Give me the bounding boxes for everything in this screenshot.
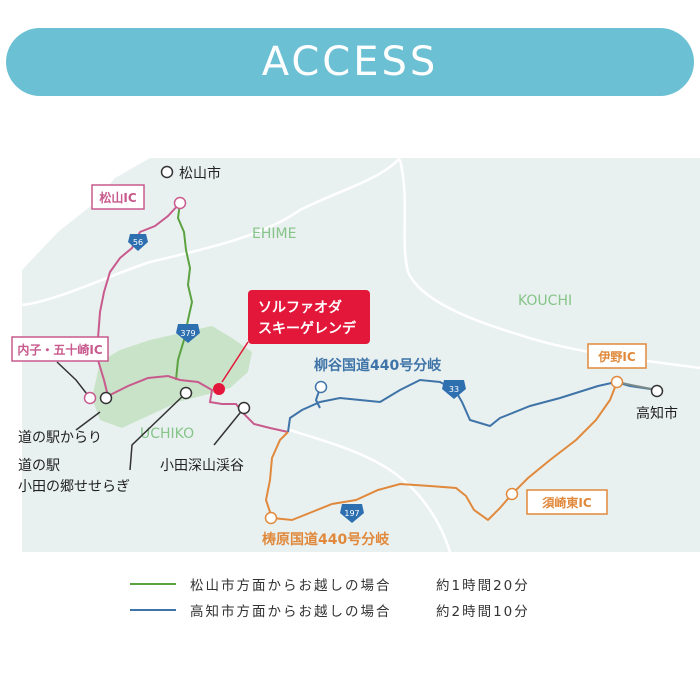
callout-lines [56,361,245,471]
yanagidani-junction-label: 柳谷国道440号分岐 [314,357,442,374]
uchiko-ic-node [83,391,97,405]
svg-text:379: 379 [180,329,195,338]
legend-swatch-blue [130,609,176,611]
susaki-higashi-ic-label: 須崎東IC [541,495,591,510]
michinoeki-oda-label-line2: 小田の郷せせらぎ [18,479,130,495]
kochi-city-node [650,384,664,398]
svg-text:197: 197 [344,509,359,518]
svg-text:56: 56 [133,238,143,247]
yanagidani-junction-node [314,380,328,394]
matsuyama-ic-label: 松山IC [99,190,136,205]
uchiko-ic-label: 内子・五十崎IC [17,342,102,357]
route-yusuhara [264,381,618,522]
kochi-city-label: 高知市 [636,405,678,422]
michinoeki-karari-node [99,391,113,405]
michinoeki-karari-label: 道の駅からり [18,430,102,446]
ino-ic-box [587,343,647,369]
ino-ic-label: 伊野IC [597,349,635,364]
land-area [22,158,700,552]
svg-text:33: 33 [449,385,459,394]
susaki-higashi-ic-box [526,489,608,515]
destination-label-line2: スキーゲレンデ [258,320,357,337]
destination-label-line1: ソルファオダ [258,299,342,316]
destination-box [248,290,370,344]
route-shield-379: 379 [176,324,200,343]
oda-fukayama-label: 小田深山渓谷 [160,458,244,474]
route-shield-33: 33 [442,380,466,399]
michinoeki-oda-node [179,386,193,400]
ski-resort-marker [213,383,225,395]
matsuyama-ic-node [173,196,187,210]
region-label-uchiko: UCHIKO [140,426,194,442]
matsuyama-ic-box [91,184,145,210]
oda-fukayama-node [237,401,251,415]
yusuhara-junction-label: 梼原国道440号分岐 [262,531,390,548]
destination-callout-line [221,341,249,383]
susaki-higashi-ic-node [505,487,519,501]
uchiko-ic-box [11,336,109,362]
ino-ic-node [610,375,624,389]
prefecture-boundary [21,157,401,307]
header-banner: ACCESS [6,28,694,96]
legend-time: 約2時間10分 [436,604,530,620]
route-shield-197: 197 [340,504,364,523]
route-matsuyama [175,202,194,381]
legend-time: 約1時間20分 [436,578,530,594]
yusuhara-junction-node [264,511,278,525]
page-title: ACCESS [261,39,439,85]
legend-row-matsuyama: 松山市方面からお越しの場合 約1時間20分 [130,571,600,597]
route-shield-56: 56 [128,234,148,251]
road-to-kochi-city [616,381,658,391]
legend-row-kochi: 高知市方面からお越しの場合 約2時間10分 [130,597,600,623]
prefecture-boundary [289,428,452,553]
legend-swatch-green [130,583,176,585]
region-label-kouchi: KOUCHI [518,293,572,309]
legend-label: 高知市方面からお越しの場合 [190,604,392,620]
matsuyama-city-node [160,165,174,179]
route-legend: 松山市方面からお越しの場合 約1時間20分 高知市方面からお越しの場合 約2時間… [130,571,600,623]
region-label-ehime: EHIME [252,226,296,242]
matsuyama-city-label: 松山市 [179,165,221,182]
legend-label: 松山市方面からお越しの場合 [190,578,392,594]
michinoeki-oda-label-line1: 道の駅 [18,458,60,474]
